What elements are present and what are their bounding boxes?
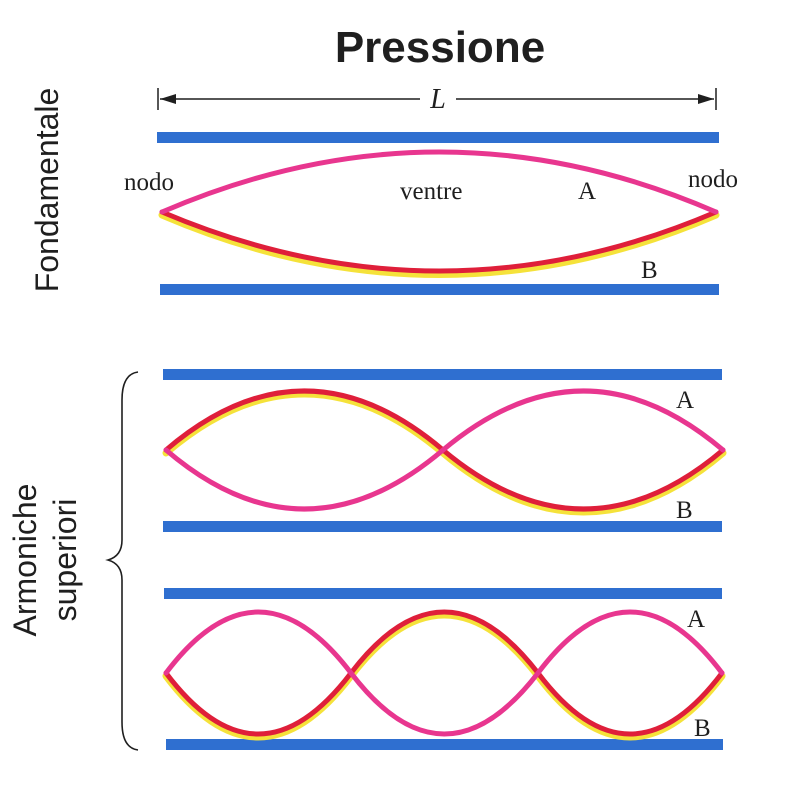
arrowhead-left: [160, 94, 176, 104]
curve-a-label-third: A: [687, 606, 705, 633]
curve-b-fundamental: [159, 209, 719, 274]
curve-b-edge-third: [162, 611, 726, 741]
upper-harmonics-label-line1: Armoniche: [7, 484, 43, 637]
mode-third: [162, 609, 726, 741]
curve-b-third: [163, 609, 725, 737]
curve-b-label-fundamental: B: [641, 257, 658, 284]
pipe-wall-bottom-second: [163, 521, 722, 532]
curve-a-fundamental: [159, 149, 719, 215]
node-label-left: nodo: [124, 169, 174, 196]
pipe-wall-top-second: [163, 369, 722, 380]
curve-a-third: [163, 609, 725, 737]
harmonics-brace: [105, 371, 139, 751]
curve-b-edge-fundamental: [158, 211, 720, 278]
arrowhead-right: [698, 94, 714, 104]
curve-a-label-fundamental: A: [578, 178, 596, 205]
length-dimension: [157, 88, 717, 110]
fundamental-label: Fondamentale: [29, 88, 65, 293]
pipe-wall-bottom-third: [166, 739, 723, 750]
mode-second: [162, 388, 727, 516]
length-label: L: [429, 84, 446, 115]
upper-harmonics-label-line2: superiori: [47, 499, 83, 622]
mode-fundamental: [158, 149, 720, 278]
diagram-title: Pressione: [335, 23, 545, 72]
curve-b-label-third: B: [694, 715, 711, 742]
pipe-wall-top-fundamental: [157, 132, 719, 143]
node-label-right: nodo: [688, 166, 738, 193]
curve-a-label-second: A: [676, 387, 694, 414]
pipe-wall-bottom-fundamental: [160, 284, 719, 295]
curve-a-second: [163, 388, 726, 512]
pipe-walls: [157, 132, 723, 750]
antinode-label: ventre: [400, 178, 462, 205]
pipe-wall-top-third: [164, 588, 722, 599]
curve-b-label-second: B: [676, 497, 693, 524]
